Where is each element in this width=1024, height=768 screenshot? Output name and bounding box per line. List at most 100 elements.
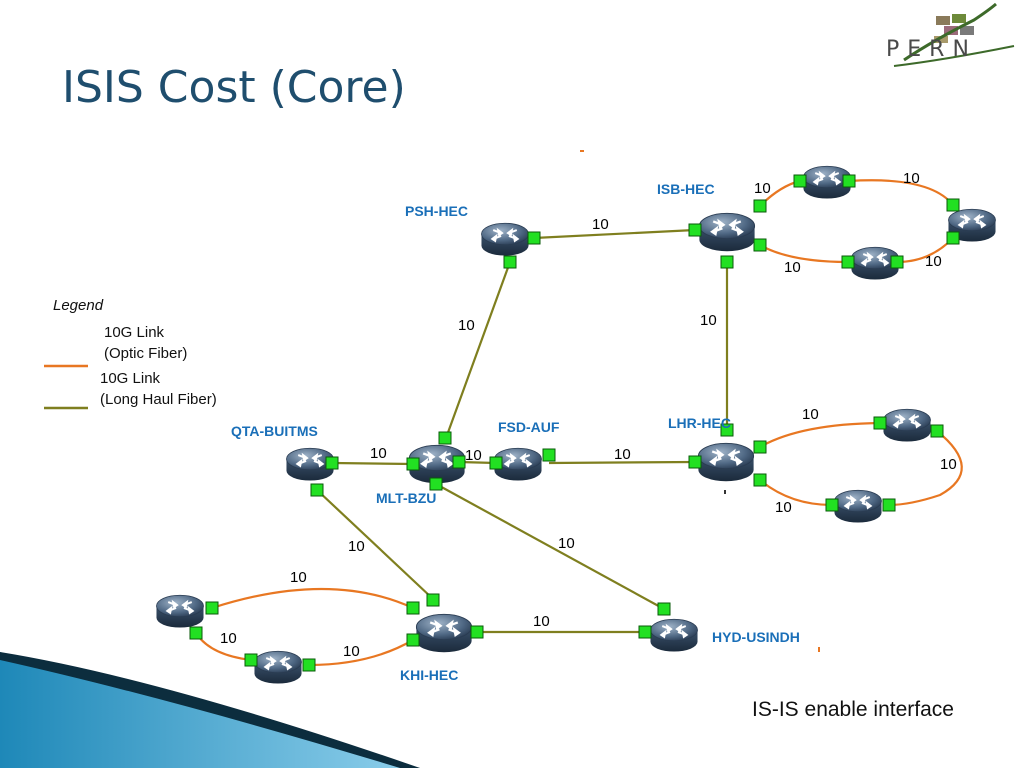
router-icon[interactable] [155, 594, 205, 629]
link-khi_r2-khi [308, 639, 414, 667]
link-cost-label: 10 [700, 312, 717, 329]
marker-dash [724, 490, 726, 494]
isis-interface-marker [753, 440, 767, 454]
link-isb_r1-isb_r3 [848, 179, 954, 206]
router-icon[interactable] [415, 613, 473, 654]
marker-dash [818, 647, 820, 652]
link-psh-isb [533, 228, 696, 240]
legend-item-label: 10G Link [100, 370, 161, 387]
isis-interface-marker [688, 455, 702, 469]
router-label-mlt: MLT-BZU [376, 490, 436, 506]
link-psh-mlt [444, 261, 512, 439]
isis-interface-marker [325, 456, 339, 470]
router-label-psh: PSH-HEC [405, 203, 468, 219]
isis-interface-marker [503, 255, 517, 269]
link-cost-label: 10 [784, 259, 801, 276]
svg-text:PERN: PERN [886, 37, 977, 62]
link-lhr-lhr_r1 [759, 421, 881, 448]
router-icon[interactable] [697, 442, 755, 483]
isis-interface-marker [657, 602, 671, 616]
router-label-isb: ISB-HEC [657, 181, 715, 197]
link-fsd-lhr [548, 460, 696, 465]
router-label-hyd: HYD-USINDH [712, 629, 800, 645]
link-mlt-hyd [435, 483, 665, 610]
slide-title: ISIS Cost (Core) [62, 62, 406, 113]
isis-interface-marker [793, 174, 807, 188]
link-cost-label: 10 [458, 317, 475, 334]
isis-interface-marker [438, 431, 452, 445]
link-qta-mlt [332, 461, 414, 466]
labels-layer: PSH-HEC ISB-HEC QTA-BUITMS MLT-BZU FSD-AUF LH… [231, 181, 800, 683]
link-khi-khi_r1 [211, 587, 414, 610]
isis-interface-marker [244, 653, 258, 667]
isis-interface-marker [753, 199, 767, 213]
link-lhr_r1-lhr_r2 [888, 430, 963, 507]
legend-item-label: 10G Link [104, 324, 165, 341]
link-cost-label: 10 [370, 445, 387, 462]
isis-interface-marker [720, 255, 734, 269]
router-icon[interactable] [698, 212, 756, 253]
link-cost-label: 10 [925, 253, 942, 270]
router-label-lhr: LHR-HEC [668, 415, 731, 431]
link-cost-label: 10 [533, 613, 550, 630]
legend-title: Legend [53, 297, 104, 314]
isis-interface-marker [890, 255, 904, 269]
router-label-qta: QTA-BUITMS [231, 423, 318, 439]
isis-interface-marker [873, 416, 887, 430]
isis-interface-marker [946, 198, 960, 212]
interfaces-layer [189, 174, 960, 672]
link-cost-label: 10 [558, 535, 575, 552]
router-icon[interactable] [649, 618, 699, 653]
link-isb_r2-isb [759, 244, 849, 264]
isis-interface-marker [930, 424, 944, 438]
isis-interface-marker [720, 423, 734, 437]
decorative-swoosh [0, 652, 420, 768]
router-icon[interactable] [253, 650, 303, 685]
legend: Legend 10G Link (Optic Fiber) 10G Link (… [44, 297, 217, 410]
legend-item-label: (Optic Fiber) [104, 345, 187, 362]
router-icon[interactable] [480, 222, 530, 257]
link-cost-label: 10 [465, 447, 482, 464]
isis-interface-marker [946, 231, 960, 245]
isis-interface-marker [470, 625, 484, 639]
isis-interface-marker [527, 231, 541, 245]
link-cost-label: 10 [592, 216, 609, 233]
link-cost-label: 10 [348, 538, 365, 555]
link-cost-label: 10 [290, 569, 307, 586]
isis-interface-marker [406, 633, 420, 647]
isis-interface-marker [189, 626, 203, 640]
link-cost-label: 10 [343, 643, 360, 660]
marker-dash [580, 150, 584, 152]
isis-interface-marker [426, 593, 440, 607]
isis-interface-marker [753, 238, 767, 252]
router-icon[interactable] [833, 489, 883, 524]
isis-interface-marker [688, 223, 702, 237]
link-cost-label: 10 [940, 456, 957, 473]
isis-interface-marker [429, 477, 443, 491]
isis-interface-marker [489, 456, 503, 470]
isis-interface-marker [882, 498, 896, 512]
isis-interface-marker [406, 457, 420, 471]
link-cost-label: 10 [754, 180, 771, 197]
link-qta-khi [316, 489, 433, 599]
pern-logo: PERN [874, 0, 1024, 80]
link-cost-label: 10 [903, 170, 920, 187]
router-icon[interactable] [882, 408, 932, 443]
isis-interface-marker [638, 625, 652, 639]
link-lhr_r2-lhr [759, 479, 833, 507]
isis-interface-marker [825, 498, 839, 512]
router-label-fsd: FSD-AUF [498, 419, 560, 435]
footer-note: IS-IS enable interface [752, 698, 954, 721]
isis-interface-marker [302, 658, 316, 672]
isis-interface-marker [753, 473, 767, 487]
link-cost-label: 10 [220, 630, 237, 647]
isis-interface-marker [310, 483, 324, 497]
legend-item-label: (Long Haul Fiber) [100, 391, 217, 408]
link-cost-label: 10 [802, 406, 819, 423]
isis-interface-marker [452, 455, 466, 469]
isis-interface-marker [205, 601, 219, 615]
link-cost-label: 10 [775, 499, 792, 516]
